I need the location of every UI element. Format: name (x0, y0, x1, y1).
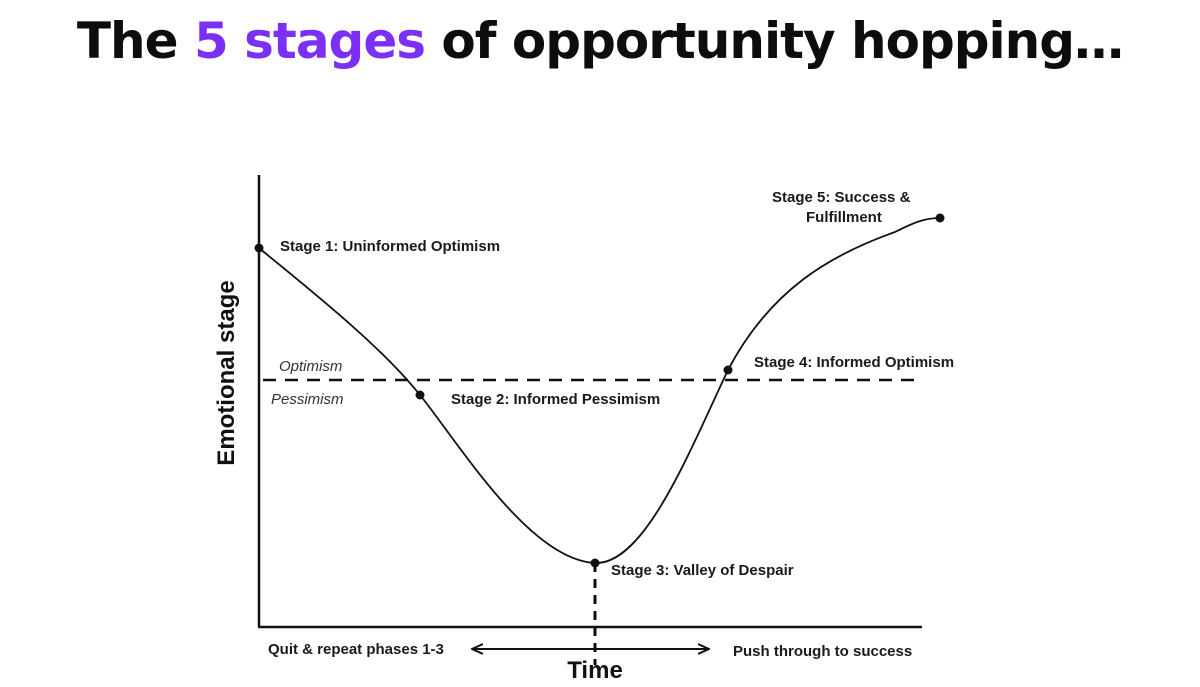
stage-2-point (415, 390, 425, 400)
title-highlight: 5 stages (193, 12, 426, 70)
stage-3-label: Stage 3: Valley of Despair (611, 562, 794, 579)
optimism-zone-label: Optimism (279, 358, 342, 375)
stage-4-label: Stage 4: Informed Optimism (754, 354, 954, 371)
stage-5-label-line2: Fulfillment (806, 209, 882, 226)
stage-1-point (254, 243, 264, 253)
title-prefix: The (76, 12, 194, 70)
page-title: The 5 stages of opportunity hopping… (0, 12, 1200, 70)
title-suffix: of opportunity hopping… (425, 12, 1124, 70)
y-axis-label: Emotional stage (213, 280, 240, 465)
stage-5-label-line1: Stage 5: Success & (772, 189, 911, 206)
push-through-label: Push through to success (733, 643, 912, 660)
pessimism-zone-label: Pessimism (271, 391, 344, 408)
stage-5-point (935, 213, 945, 223)
emotional-curve (258, 217, 941, 564)
quit-repeat-label: Quit & repeat phases 1-3 (268, 641, 444, 658)
stage-1-label: Stage 1: Uninformed Optimism (280, 238, 500, 255)
stage-4-point (723, 365, 733, 375)
x-axis-label: Time (567, 657, 623, 684)
stage-3-point (590, 558, 600, 568)
stage-2-label: Stage 2: Informed Pessimism (451, 391, 660, 408)
